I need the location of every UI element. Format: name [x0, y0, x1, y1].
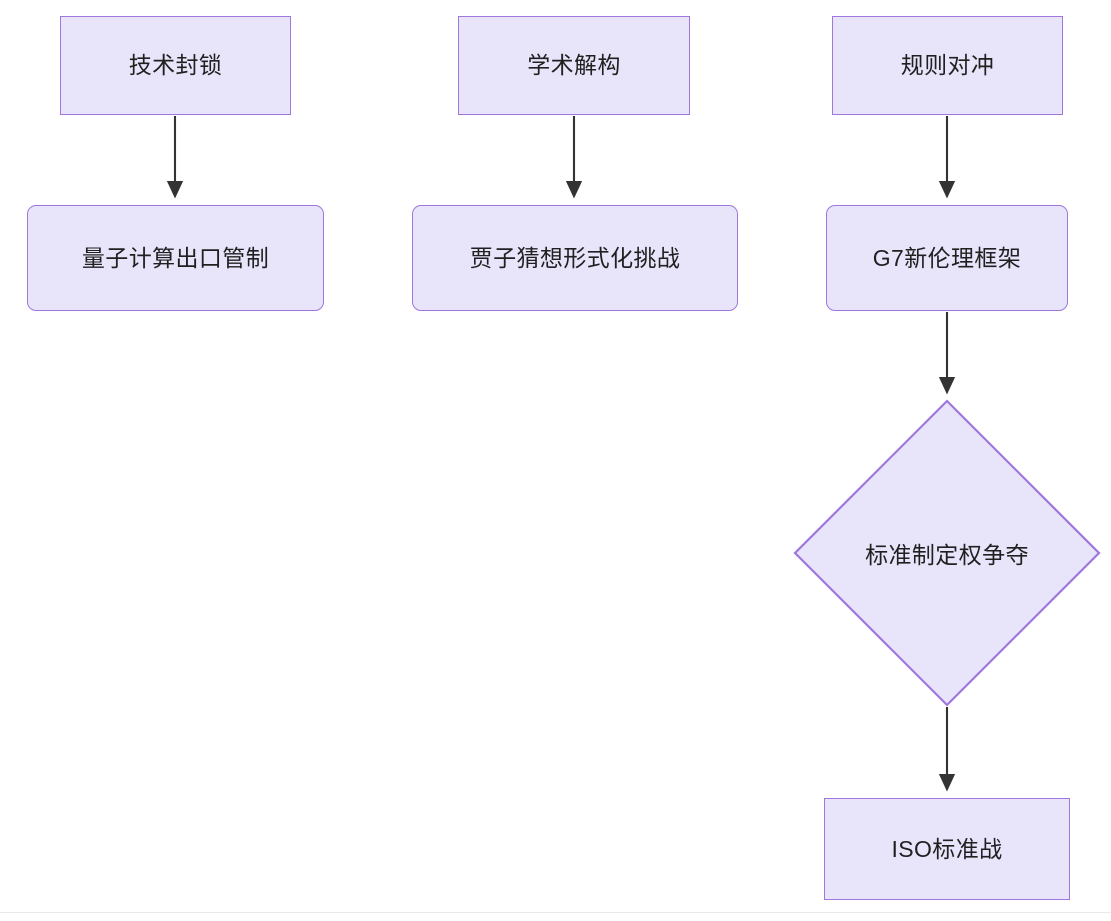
node-label: 贾子猜想形式化挑战 — [469, 244, 681, 271]
node-label: 量子计算出口管制 — [81, 244, 270, 271]
node-academic-deconstruction[interactable]: 学术解构 — [458, 16, 690, 115]
node-label: 技术封锁 — [128, 52, 223, 79]
node-label: 学术解构 — [527, 52, 621, 79]
node-label: 规则对冲 — [900, 52, 995, 79]
diamond-shape — [793, 399, 1101, 707]
node-label: G7新伦理框架 — [872, 244, 1022, 271]
bottom-divider — [0, 912, 1111, 913]
node-g7-new-ethics-framework[interactable]: G7新伦理框架 — [826, 205, 1068, 311]
node-quantum-computing-export-control[interactable]: 量子计算出口管制 — [27, 205, 324, 311]
node-jiazi-conjecture-formalization-challenge[interactable]: 贾子猜想形式化挑战 — [412, 205, 738, 311]
node-iso-standards-war[interactable]: ISO标准战 — [824, 798, 1070, 900]
node-label: ISO标准战 — [891, 835, 1003, 862]
node-label: 标准制定权争夺 — [865, 542, 1029, 568]
node-standard-setting-power-contest[interactable]: 标准制定权争夺 — [793, 399, 1101, 707]
node-technology-blockade[interactable]: 技术封锁 — [60, 16, 291, 115]
node-rule-hedging[interactable]: 规则对冲 — [832, 16, 1063, 115]
